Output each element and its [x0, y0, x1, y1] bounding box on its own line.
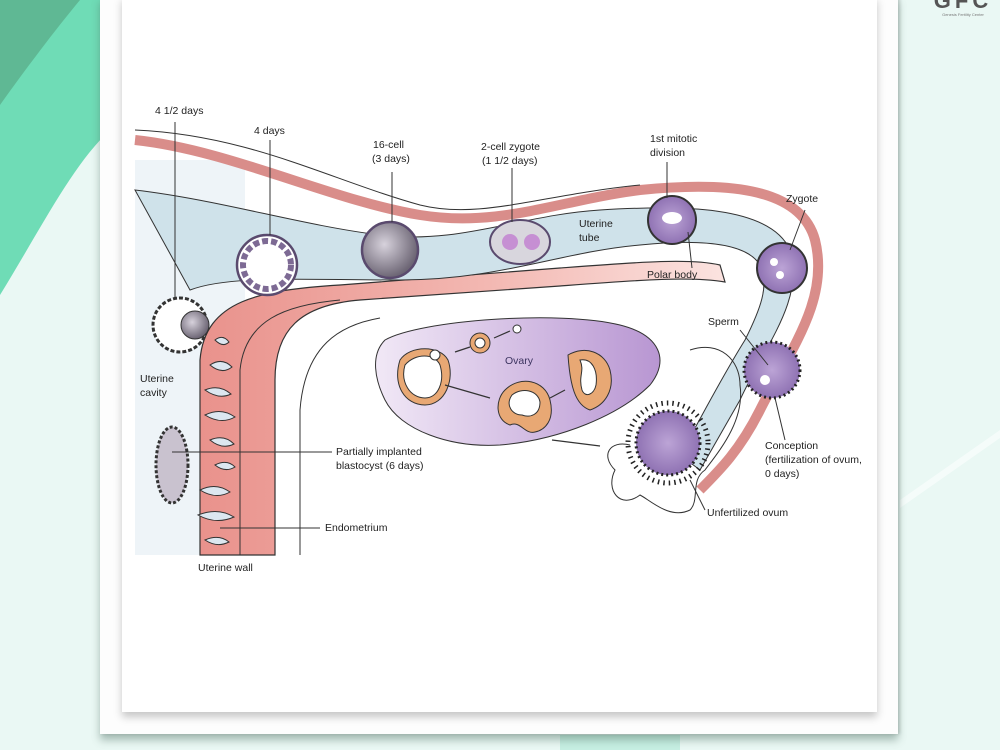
label-zygote: Zygote [786, 193, 819, 205]
zygote-2-cell [489, 219, 551, 265]
label-4-5-days: 4 1/2 days [155, 105, 204, 117]
label-16-cell: 16-cell [373, 139, 404, 151]
label-ovary: Ovary [505, 355, 534, 367]
endometrial-glands [196, 336, 236, 546]
label-4-days: 4 days [254, 125, 285, 137]
label-1st-mitotic: 1st mitotic [650, 133, 698, 145]
label-uterine-wall: Uterine wall [198, 562, 253, 574]
bg-mint-wave [0, 0, 105, 295]
label-16-cell-days: (3 days) [372, 153, 410, 165]
follicles [397, 324, 612, 433]
logo-mark: GFC [933, 0, 993, 13]
label-2-cell-days: (1 1/2 days) [482, 155, 538, 167]
tube-outer-wall [134, 135, 824, 494]
unfertilized-ovum [625, 400, 711, 486]
conception-ovum [742, 340, 802, 400]
clinic-logo: GFC Genesis Fertility Center [928, 0, 998, 18]
label-sperm: Sperm [708, 316, 739, 328]
zygote-cell [756, 242, 808, 294]
label-0-days: 0 days) [765, 468, 800, 480]
morula-4-days [235, 233, 299, 297]
label-fertilization: (fertilization of ovum, [765, 454, 862, 466]
label-endometrium: Endometrium [325, 522, 388, 534]
blastocyst-4-5-days [151, 296, 210, 354]
ovary-arrows [444, 330, 601, 447]
label-uterine-tube: Uterine [579, 218, 613, 230]
fimbriae [607, 346, 742, 514]
leader-lines [172, 122, 806, 529]
label-polar-body: Polar body [647, 269, 698, 281]
label-uterine-cavity: Uterine [140, 373, 174, 385]
bg-dark-wave [0, 0, 80, 105]
label-partially-implanted: Partially implanted [336, 446, 422, 458]
label-blastocyst-6-days: blastocyst (6 days) [336, 460, 424, 472]
implanted-blastocyst [154, 425, 190, 505]
label-unfertilized-ovum: Unfertilized ovum [707, 507, 789, 519]
label-2-cell-zygote: 2-cell zygote [481, 141, 540, 153]
logo-subtitle: Genesis Fertility Center [942, 12, 984, 17]
label-cavity: cavity [140, 387, 167, 399]
label-tube: tube [579, 232, 600, 244]
label-division: division [650, 147, 686, 159]
label-conception: Conception [765, 440, 819, 452]
cell-16-stage [360, 220, 420, 280]
ovary [375, 317, 661, 446]
first-mitotic-division [647, 195, 697, 245]
